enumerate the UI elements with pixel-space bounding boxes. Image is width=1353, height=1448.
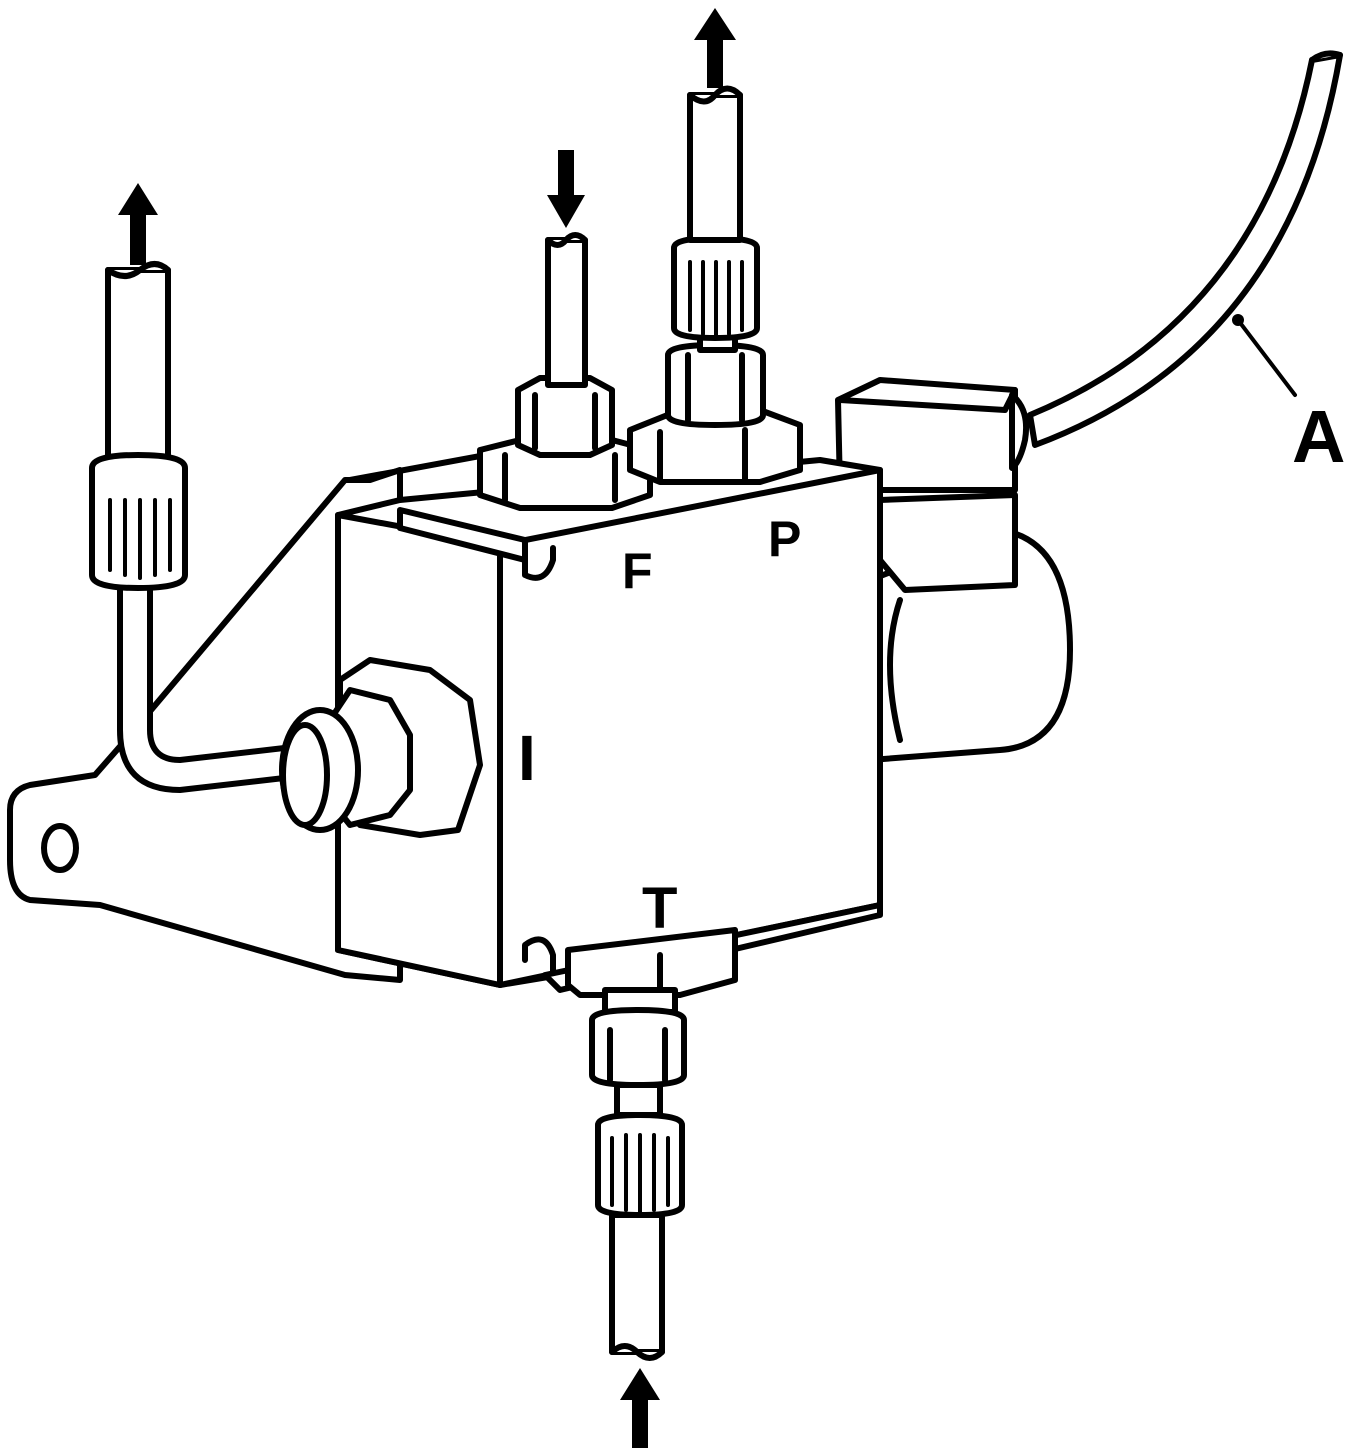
arrow-up-icon	[118, 183, 158, 265]
bracket-hole	[41, 823, 79, 873]
callout-label-a: A	[1292, 395, 1345, 478]
cable-a	[1027, 50, 1343, 448]
solenoid-connector	[835, 377, 1030, 593]
arrow-up-icon	[694, 8, 736, 88]
port-label-f: F	[622, 543, 653, 599]
port-p-fitting	[627, 8, 803, 485]
port-t-fitting	[565, 927, 738, 1448]
port-label-p: P	[768, 511, 801, 567]
left-knurled-nut	[89, 452, 188, 591]
arrow-up-icon	[620, 1368, 660, 1448]
port-label-t: T	[642, 876, 677, 941]
port-f-fitting	[477, 150, 653, 511]
port-label-i: I	[518, 722, 536, 794]
callout-a-leader	[1232, 314, 1297, 397]
port-i-fitting	[279, 657, 483, 838]
arrow-down-icon	[547, 150, 585, 228]
